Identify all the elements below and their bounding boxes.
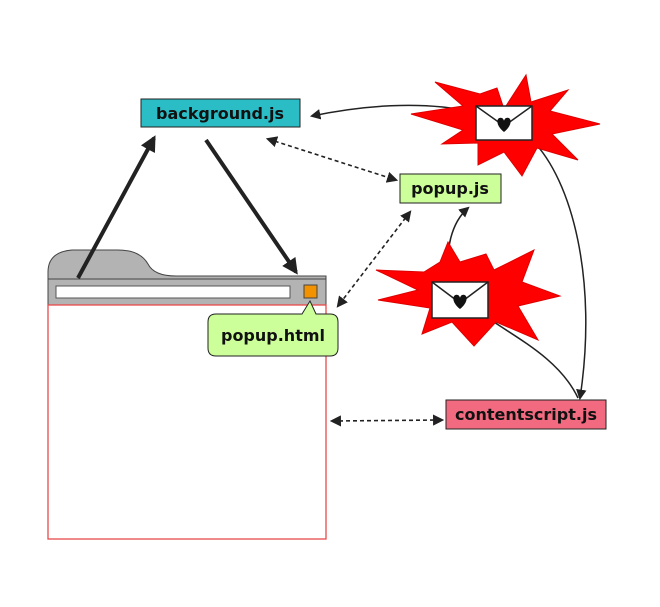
arrow-background-to-browser	[204, 138, 298, 275]
dashed-arrow-browser-contentscript	[329, 414, 445, 427]
extension-action-button[interactable]	[303, 284, 318, 299]
arrow-browser-to-background	[76, 135, 156, 279]
node-box	[399, 173, 502, 204]
node-label: contentscript.js	[455, 405, 597, 424]
message-arrow-to-contentscript	[487, 317, 579, 399]
envelope-heart-icon	[475, 105, 533, 141]
node-bubble	[207, 299, 339, 357]
node-label: popup.js	[411, 179, 489, 198]
node-popup-html: popup.html	[207, 299, 339, 357]
node-contentscript-js: contentscript.js	[445, 399, 607, 430]
message-arrow-to-contentscript-long	[531, 139, 587, 401]
node-box	[140, 98, 301, 128]
message-burst-bottom	[375, 240, 562, 347]
dashed-arrow-popupjs-popuphtml	[336, 210, 412, 308]
envelope-heart-icon	[431, 281, 489, 319]
dashed-arrow-background-popupjs	[265, 136, 399, 183]
address-bar[interactable]	[55, 285, 291, 299]
browser-window	[47, 249, 327, 540]
node-popup-js: popup.js	[399, 173, 502, 204]
node-box	[445, 399, 607, 430]
node-background-js: background.js	[140, 98, 301, 128]
node-label: popup.html	[221, 326, 325, 345]
node-label: background.js	[156, 104, 284, 123]
message-burst-top	[410, 73, 601, 177]
